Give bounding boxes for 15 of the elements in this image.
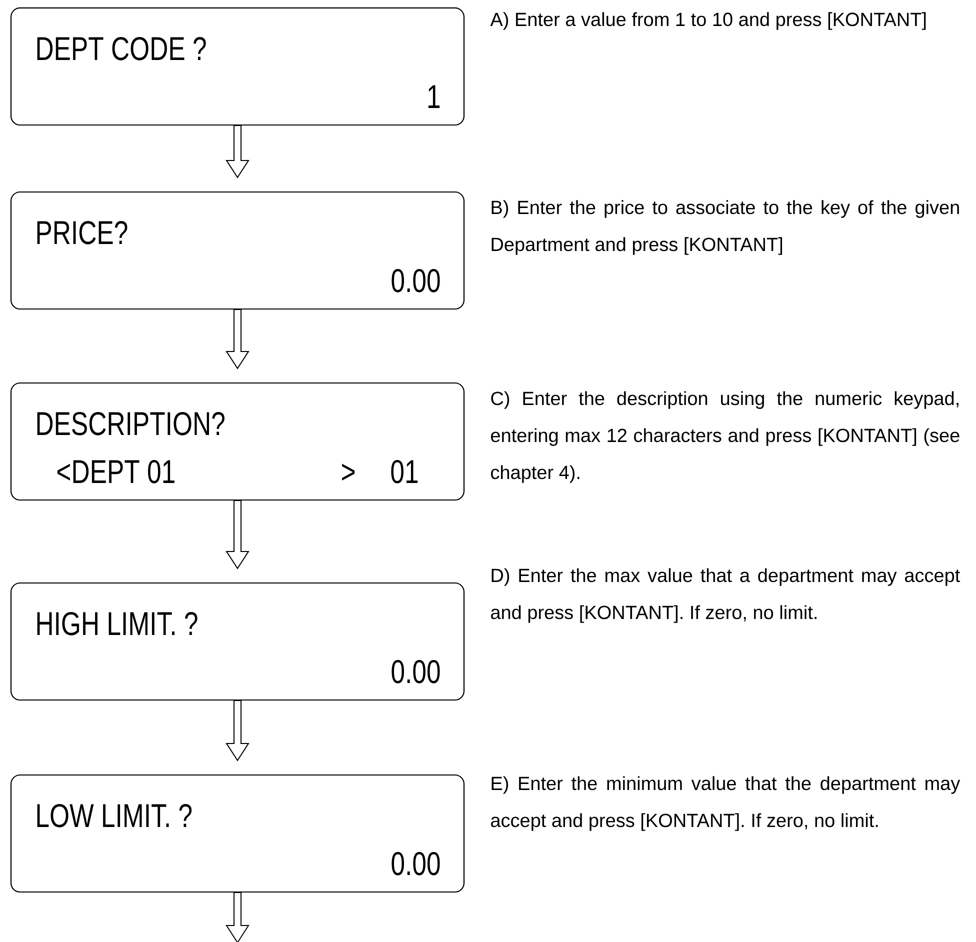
display-box: LOW LIMIT. ? 0.00 [10, 774, 465, 893]
instruction-text: A) Enter a value from 1 to 10 and press [KONTANT] [490, 12, 926, 30]
hollow-arrow [226, 700, 250, 762]
display-box: DEPT CODE ? 1 [10, 7, 465, 126]
hollow-arrow [226, 892, 250, 942]
display-box: HIGH LIMIT. ? 0.00 [10, 582, 465, 701]
display-box: PRICE? 0.00 [10, 191, 465, 310]
instruction-text: B) Enter the price to associate to the key of the given Department and press [KONTANT] [492, 200, 959, 255]
instruction-text: C) Enter the description using the numeric keypad, entering max 12 characters and press [KONTANT] (see chapter 4). [491, 391, 960, 483]
instruction-text: D) Enter the max value that a department may accept and press [KONTANT]. If zero, no limit. [491, 568, 960, 623]
hollow-arrow [226, 125, 250, 178]
hollow-arrow [226, 500, 250, 570]
hollow-arrow [226, 309, 250, 370]
display-box: DESCRIPTION? <DEPT 01 > 01 [10, 382, 465, 501]
instruction-text: E) Enter the minimum value that the department may accept and press [KONTANT]. If zero, no limit. [491, 776, 960, 831]
